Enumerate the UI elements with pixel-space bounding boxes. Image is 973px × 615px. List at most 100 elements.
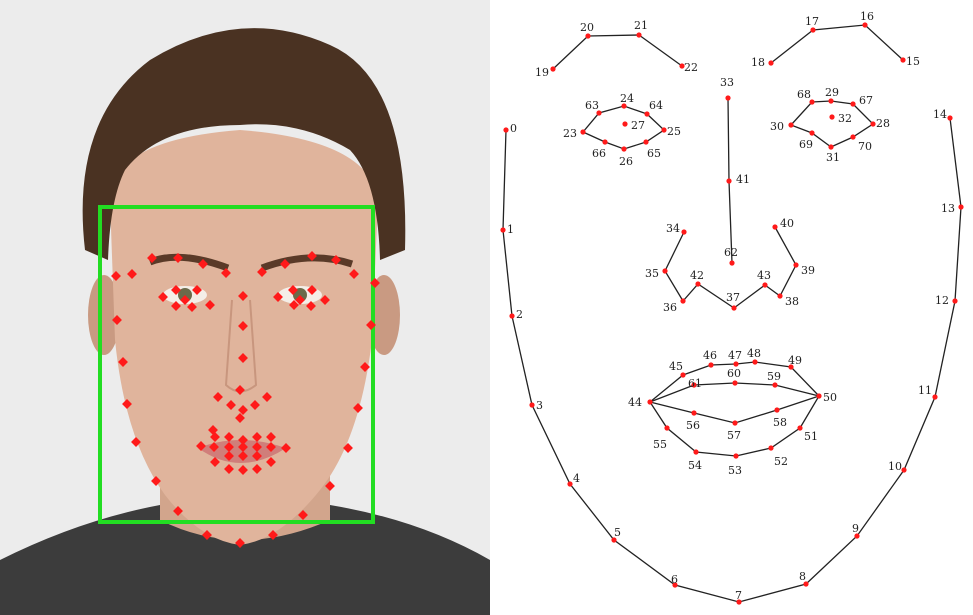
landmark-label: 63 — [585, 99, 599, 112]
landmark-point — [644, 111, 650, 117]
photo-landmark-marker — [226, 400, 236, 410]
photo-landmark-marker — [331, 255, 341, 265]
landmark-point — [509, 313, 515, 319]
photo-landmark-marker — [307, 285, 317, 295]
landmark-label: 38 — [785, 295, 799, 308]
photo-landmark-marker — [224, 464, 234, 474]
landmark-label: 52 — [774, 455, 788, 468]
landmark-point — [772, 224, 778, 230]
landmark-point — [567, 481, 573, 487]
photo-landmark-marker — [158, 292, 168, 302]
landmark-point — [774, 407, 780, 413]
landmark-point — [732, 420, 738, 426]
landmark-label: 13 — [941, 202, 955, 215]
landmark-point — [596, 110, 602, 116]
landmark-label: 49 — [788, 354, 802, 367]
landmark-point — [816, 393, 822, 399]
landmark-point — [725, 95, 731, 101]
photo-landmark-marker — [127, 269, 137, 279]
photo-landmark-marker — [238, 451, 248, 461]
photo-landmark-marker — [209, 442, 219, 452]
landmark-label: 25 — [667, 125, 681, 138]
landmark-point — [693, 449, 699, 455]
photo-landmark-marker — [252, 464, 262, 474]
landmark-connection-line — [770, 24, 904, 64]
landmark-point — [809, 99, 815, 105]
landmark-point — [768, 60, 774, 66]
landmark-label: 64 — [649, 99, 663, 112]
landmark-label: 1 — [507, 223, 514, 236]
landmark-point — [810, 27, 816, 33]
photo-landmark-marker — [180, 295, 190, 305]
landmark-point — [736, 599, 742, 605]
right-iris — [293, 288, 307, 302]
landmark-label: 32 — [838, 112, 852, 125]
photo-landmark-marker — [238, 465, 248, 475]
landmark-point — [850, 101, 856, 107]
landmark-point — [621, 103, 627, 109]
landmark-point — [828, 144, 834, 150]
landmark-point — [797, 425, 803, 431]
photo-landmark-marker — [343, 443, 353, 453]
photo-landmark-marker — [288, 285, 298, 295]
photo-landmark-marker — [235, 385, 245, 395]
landmark-label: 33 — [720, 76, 734, 89]
landmark-connection-line — [649, 382, 820, 403]
left-iris — [178, 288, 192, 302]
photo-landmark-marker — [281, 443, 291, 453]
landmark-label: 22 — [684, 61, 698, 74]
left-ear — [88, 275, 120, 355]
landmark-label: 59 — [767, 370, 781, 383]
landmark-point — [829, 114, 835, 120]
photo-landmark-marker — [252, 451, 262, 461]
landmark-label: 19 — [535, 66, 549, 79]
photo-landmark-marker — [266, 432, 276, 442]
landmark-label: 24 — [620, 92, 634, 105]
landmark-point — [772, 382, 778, 388]
landmark-point — [854, 533, 860, 539]
face-photo-panel — [0, 0, 490, 615]
landmark-label: 44 — [628, 396, 642, 409]
landmark-point — [731, 305, 737, 311]
left-eyebrow — [148, 253, 230, 272]
photo-landmark-marker — [151, 476, 161, 486]
landmark-label: 18 — [751, 56, 765, 69]
photo-landmark-marker — [266, 442, 276, 452]
landmark-label: 20 — [580, 21, 594, 34]
photo-landmark-marker — [252, 442, 262, 452]
photo-landmark-marker — [224, 442, 234, 452]
landmark-label: 46 — [703, 349, 717, 362]
photo-landmark-marker — [173, 253, 183, 263]
landmark-label: 17 — [805, 15, 819, 28]
landmark-label: 50 — [823, 391, 837, 404]
landmark-label: 23 — [563, 127, 577, 140]
landmark-point — [733, 453, 739, 459]
landmark-point — [622, 121, 628, 127]
landmark-label: 27 — [631, 119, 645, 132]
photo-landmark-marker — [208, 425, 218, 435]
landmark-point — [732, 380, 738, 386]
landmark-label: 65 — [647, 147, 661, 160]
landmark-label: 58 — [773, 416, 787, 429]
photo-landmark-marker — [210, 432, 220, 442]
landmark-label: 15 — [906, 55, 920, 68]
landmark-point — [726, 178, 732, 184]
photo-landmark-marker — [238, 321, 248, 331]
landmark-label: 42 — [690, 269, 704, 282]
photo-landmark-marker — [187, 302, 197, 312]
photo-landmark-marker — [349, 269, 359, 279]
photo-landmark-marker — [238, 291, 248, 301]
landmark-label: 31 — [826, 151, 840, 164]
landmark-point — [681, 229, 687, 235]
landmark-label: 51 — [804, 430, 818, 443]
face-detection-box — [98, 205, 375, 524]
landmark-point — [580, 129, 586, 135]
photo-landmark-marker — [250, 400, 260, 410]
landmark-label: 47 — [728, 349, 742, 362]
landmark-point — [900, 57, 906, 63]
landmark-label: 48 — [747, 347, 761, 360]
landmark-point — [636, 32, 642, 38]
photo-landmark-marker — [224, 451, 234, 461]
photo-landmark-marker — [202, 530, 212, 540]
